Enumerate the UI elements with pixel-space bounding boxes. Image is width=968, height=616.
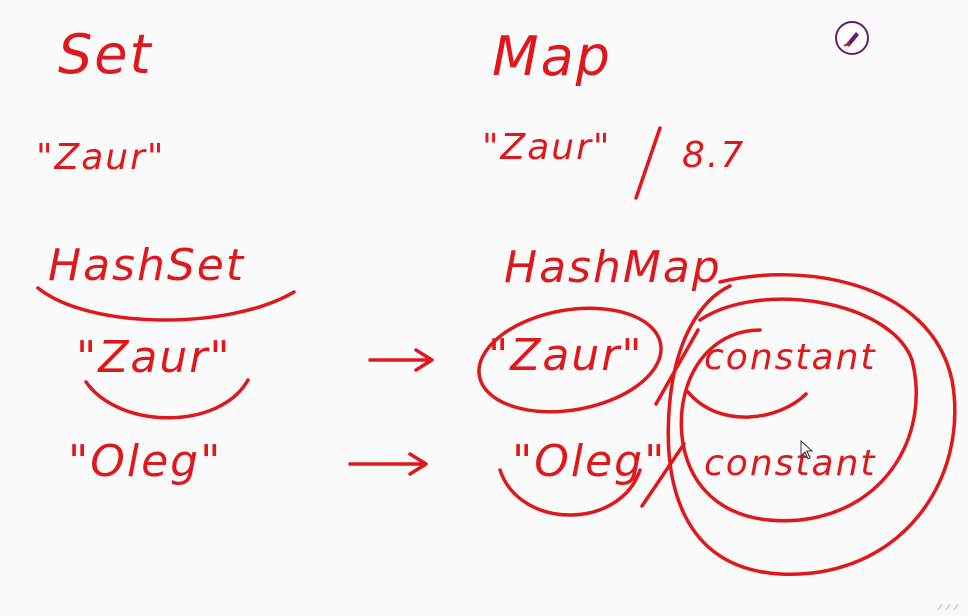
hashset-underline [36, 286, 296, 322]
mouse-cursor-icon [800, 440, 814, 460]
hashmap-label: HashMap [504, 242, 722, 293]
hashmap-value: constant [704, 443, 877, 484]
corner-watermark-icon [937, 603, 959, 611]
hashset-item: "Zaur" [76, 332, 232, 383]
set-title: Set [58, 23, 153, 86]
hashset-label: HashSet [48, 240, 246, 291]
hashmap-key: "Oleg" [512, 436, 667, 487]
constant-top-arc [686, 390, 808, 419]
hashset-item: "Oleg" [68, 436, 223, 487]
hashmap-key: "Zaur" [488, 330, 644, 381]
hashset-zaur-arc [84, 378, 250, 420]
slash-divider [634, 126, 662, 200]
hashmap-value: constant [704, 337, 877, 378]
values-outer-circle [666, 273, 957, 576]
zaur-key-circle [477, 306, 663, 414]
key-value-divider-2 [640, 442, 686, 508]
set-example: "Zaur" [36, 137, 166, 178]
arrow-zaur [368, 348, 434, 372]
arrow-oleg [348, 452, 428, 476]
map-example-key: "Zaur" [482, 127, 612, 168]
hashmap-oleg-arc [498, 468, 642, 517]
values-inner-circle [679, 297, 918, 523]
map-example-value: 8.7 [682, 135, 746, 176]
map-title: Map [492, 25, 612, 88]
pen-tool-icon[interactable] [834, 20, 870, 56]
